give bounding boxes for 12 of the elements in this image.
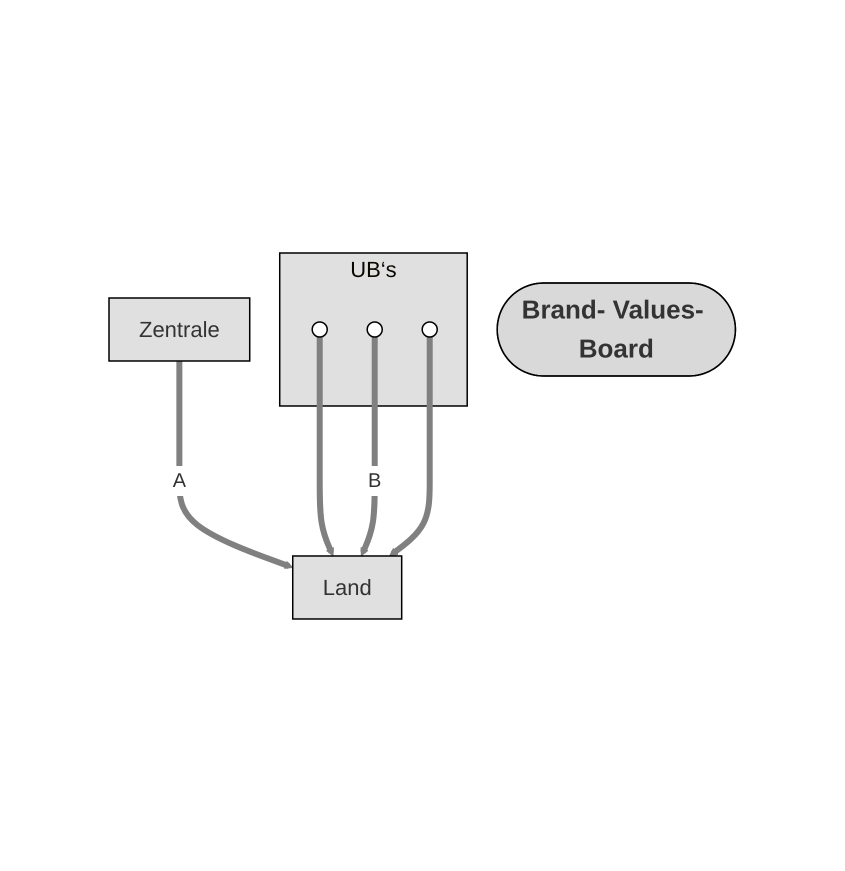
arrow bbox=[389, 336, 433, 556]
edge-label: A bbox=[172, 469, 186, 492]
node-circle bbox=[366, 320, 384, 338]
arrow bbox=[360, 336, 378, 556]
arrow bbox=[317, 336, 335, 556]
cluster: UB‘s bbox=[279, 252, 468, 406]
edge-label: B bbox=[368, 469, 382, 492]
node-box: Zentrale bbox=[108, 296, 251, 362]
node-circle bbox=[422, 320, 438, 338]
node-circle bbox=[312, 320, 328, 338]
arrow bbox=[176, 360, 294, 568]
node-box: Land bbox=[292, 554, 403, 620]
